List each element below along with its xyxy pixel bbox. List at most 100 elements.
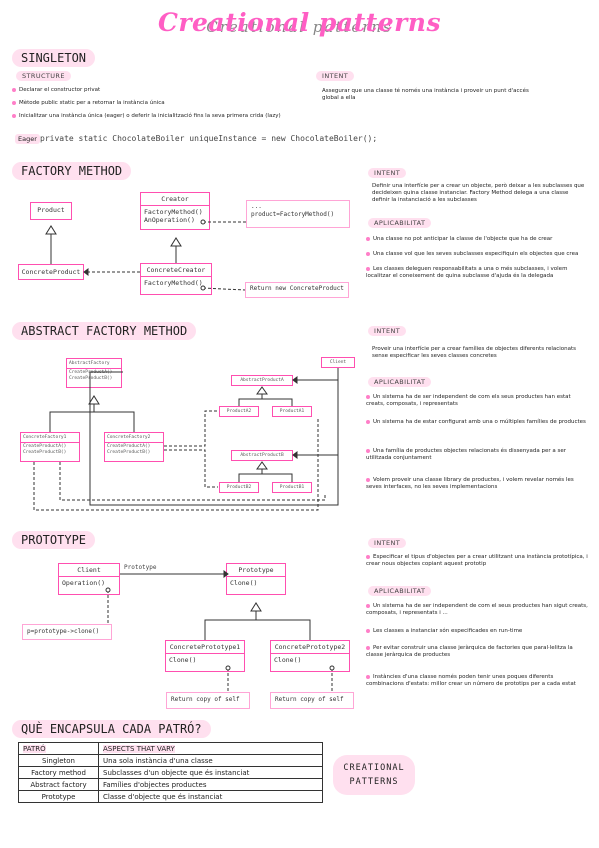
prototype-client-method: Operation() [62,579,106,587]
concrete-factory2-method: CreateProductB() [107,449,151,455]
factory-note-code: product=FactoryMethod() [251,211,335,218]
client-arrow [292,451,298,459]
factory-intent-tag: INTENT [368,168,407,178]
concrete-prototype1-box: ConcretePrototype1 Clone() [165,640,245,672]
prototype-client-note: p=prototype->clone() [22,624,112,640]
factory-app-item: Una classe no pot anticipar la classe de… [366,236,552,243]
encapsula-col-varies-label: ASPECTS THAT VARY [103,744,175,753]
concrete-factory1-name: ConcreteFactory1 [21,433,79,443]
concrete-product-box: ConcreteProduct [18,264,84,280]
pattern-cell: Prototype [18,790,99,803]
prototype-client-name: Client [59,564,119,577]
varies-cell: Famílies d'objectes productes [98,778,323,791]
prototype-return-note-1: Return copy of self [166,692,250,709]
table-row: Prototype Classe d'objecte que és instan… [18,790,323,803]
concrete-prototype2-name: ConcretePrototype2 [271,641,349,654]
eager-label: Eager [15,134,40,144]
prototype-client-box: Client Operation() [58,563,120,595]
product-box: Product [30,202,72,220]
concrete-prototype1-method: Clone() [169,656,197,664]
inheritance-arrow [256,386,268,395]
concrete-prototype1-name: ConcretePrototype1 [166,641,244,654]
prototype-box: Prototype Clone() [226,563,286,595]
table-row: Singleton Una sola instància d'una class… [18,754,323,767]
product-b1-box: ProductB1 [272,482,312,493]
client-arrow [292,376,298,384]
concrete-prototype2-method: Clone() [274,656,302,664]
client-box: Client [321,357,355,368]
inheritance-arrow [250,602,262,612]
encapsula-table: PATRÓ ASPECTS THAT VARY Singleton Una so… [18,742,323,803]
prototype-return-text: Return copy of self [171,696,240,703]
prototype-return-note-2: Return copy of self [270,692,354,709]
abstract-app-item: Volem proveir una classe library de prod… [366,477,588,491]
factory-heading: FACTORY METHOD [12,162,132,180]
abstract-intent-text: Proveir una interfície per a crear famíl… [372,346,577,359]
abstract-intent-tag: INTENT [368,326,407,336]
factory-return-note: Return new ConcreteProduct [245,282,349,298]
prototype-app-item: Un sistema ha de ser independent de com … [366,603,588,616]
singleton-intent-text: Assegurar que una classe té només una in… [322,88,529,101]
inheritance-arrow [88,395,100,405]
client-name: Client [329,360,347,365]
dependency-arrow [83,268,89,276]
varies-cell: Una sola instància d'una classe [98,754,323,767]
client-link [296,368,339,381]
table-row: Factory method Subclasses d'un objecte q… [18,766,323,779]
product-b2-name: ProductB2 [226,485,252,490]
abstract-product-a-name: AbstractProductA [240,378,284,383]
abstract-factory-method: CreateProductB() [69,375,113,381]
title-underlay: Creational patterns [206,18,393,36]
prototype-intent-tag: INTENT [368,538,407,548]
encapsula-header-row: PATRÓ ASPECTS THAT VARY [18,742,323,755]
factory-app-tag: APLICABILITAT [368,218,432,228]
abstract-heading: ABSTRACT FACTORY METHOD [12,322,197,340]
varies-cell: Classe d'objecte que és instanciat [98,790,323,803]
abstract-factory-box: AbstractFactory CreateProductA() CreateP… [66,358,122,388]
concrete-factory1-box: ConcreteFactory1 CreateProductA() Create… [20,432,80,462]
singleton-structure-item: Declarar el constructor privat [12,87,100,94]
concrete-factory2-box: ConcreteFactory2 CreateProductA() Create… [104,432,164,462]
dependency-line [164,410,218,447]
singleton-intent-tag: INTENT [316,71,355,81]
creator-name: Creator [141,193,209,206]
pattern-cell: Singleton [18,754,99,767]
abstract-app-tag: APLICABILITAT [368,377,432,387]
prototype-app-item: Les classes a instanciar són especificad… [366,628,522,635]
prototype-client-note-text: p=prototype->clone() [27,628,100,635]
pattern-cell: Factory method [18,766,99,779]
prototype-return-text: Return copy of self [275,696,344,703]
product-a2-box: ProductA2 [219,406,259,417]
dependency-line [59,462,326,501]
encapsula-col-varies: ASPECTS THAT VARY [98,742,323,755]
prototype-intent-text: Especificar el tipus d'objectes per a cr… [366,554,588,567]
encapsula-col-pattern: PATRÓ [18,742,99,755]
encapsula-heading: QUÈ ENCAPSULA CADA PATRÓ? [12,720,211,738]
inheritance-line [49,411,135,432]
badge-line: PATTERNS [349,777,399,787]
concrete-factory2-name: ConcreteFactory2 [105,433,163,443]
inheritance-line [238,473,293,482]
creator-box: Creator FactoryMethod() AnOperation() [140,192,210,230]
product-a1-box: ProductA1 [272,406,312,417]
inheritance-line [204,619,311,640]
prototype-heading: PROTOTYPE [12,531,96,549]
singleton-structure-item: Mètode public static per a retornar la i… [12,100,165,107]
table-row: Abstract factory Famílies d'objectes pro… [18,778,323,791]
concrete-creator-name: ConcreteCreator [141,264,211,277]
factory-note: ... product=FactoryMethod() [246,200,350,228]
inheritance-arrow [170,237,182,247]
page-title: Creational patterns [157,8,442,37]
factory-app-item: Les classes deleguen responsabilitats a … [366,266,588,280]
product-a2-name: ProductA2 [226,409,252,414]
singleton-structure-tag: STRUCTURE [16,71,71,81]
factory-app-item: Una classe vol que les seves subclasses … [366,251,578,258]
product-a1-name: ProductA1 [279,409,305,414]
abstract-factory-name: AbstractFactory [67,359,121,369]
dependency-line [164,449,218,488]
product-b1-name: ProductB1 [279,485,305,490]
singleton-heading: SINGLETON [12,49,96,67]
creator-method: AnOperation() [144,216,195,224]
product-name: Product [37,206,65,214]
product-b2-box: ProductB2 [219,482,259,493]
